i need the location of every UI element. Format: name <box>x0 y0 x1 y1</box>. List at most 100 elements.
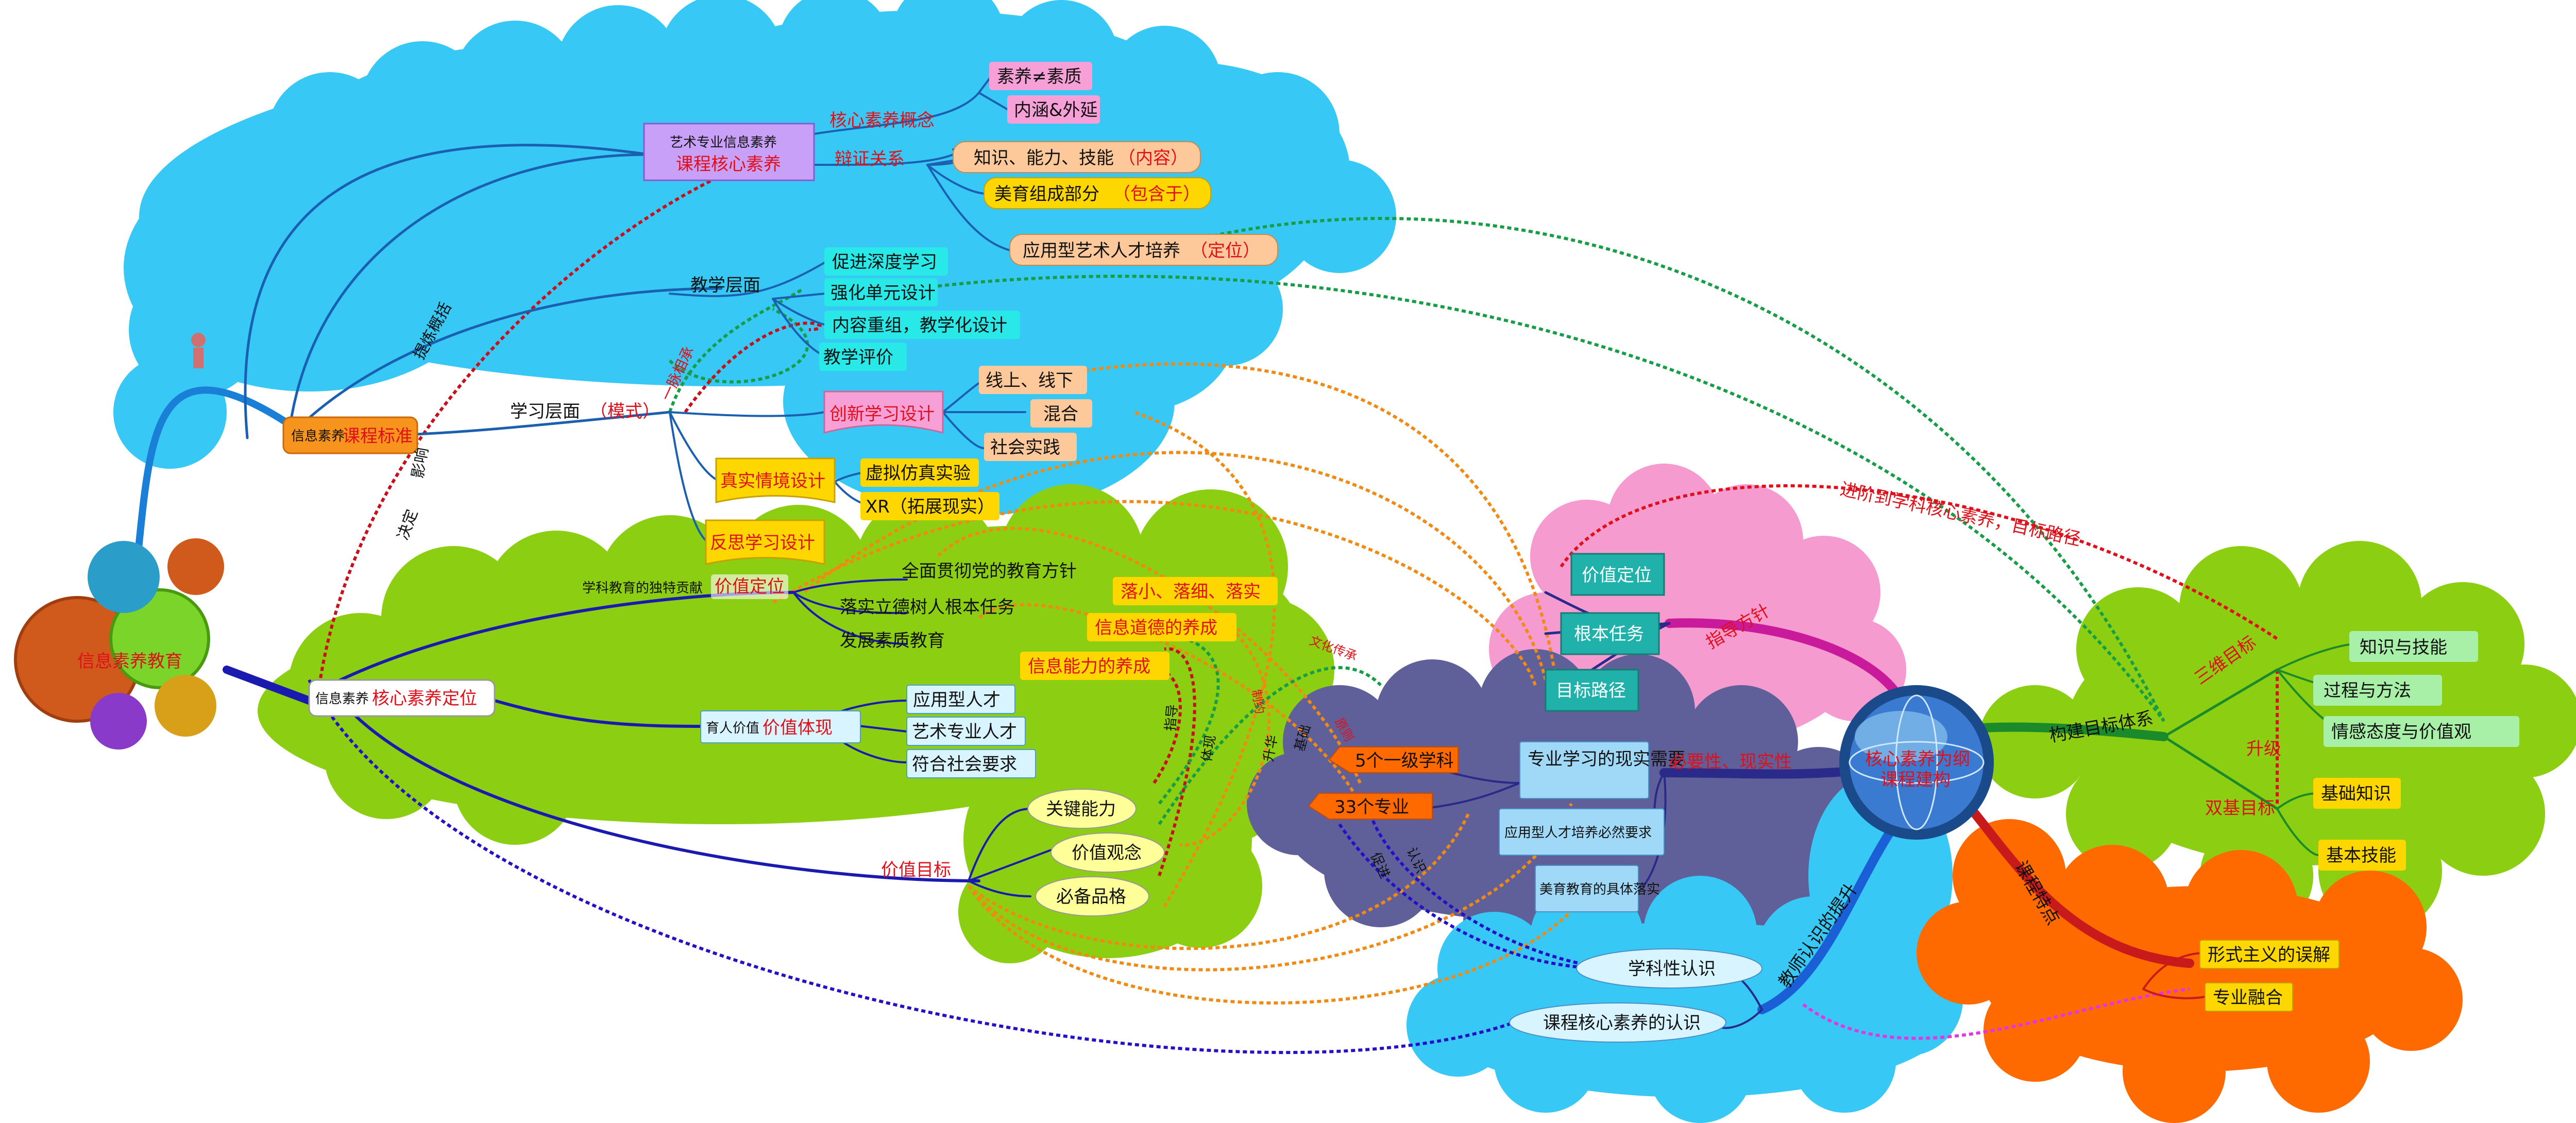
guiding-item-1[interactable]: 价值定位 <box>1571 554 1664 595</box>
topic-core-position-prefix: 信息素养 <box>315 691 369 707</box>
embodiment-item-2[interactable]: 艺术专业人才 <box>907 717 1025 745</box>
svg-text:价值定位: 价值定位 <box>715 576 785 597</box>
svg-text:（定位）: （定位） <box>1190 241 1260 261</box>
link-label-zhidao: 指导 <box>1163 704 1180 731</box>
value-positioning-item-3: 发展素质教育 <box>840 631 945 651</box>
innovative-item-1[interactable]: 线上、线下 <box>979 366 1087 394</box>
svg-text:目标路径: 目标路径 <box>1556 680 1626 701</box>
svg-text:线上、线下: 线上、线下 <box>986 370 1073 391</box>
concept-box-line1: 艺术专业信息素养 <box>670 135 777 150</box>
svg-text:（包含于）: （包含于） <box>1113 184 1200 205</box>
three-dim-item-3[interactable]: 情感态度与价值观 <box>2324 716 2519 747</box>
guiding-item-2[interactable]: 根本任务 <box>1561 613 1659 654</box>
value-positioning-main[interactable]: 价值定位 <box>711 574 788 599</box>
svg-text:内涵&外延: 内涵&外延 <box>1014 100 1098 121</box>
teaching-item-1[interactable]: 促进深度学习 <box>824 247 948 276</box>
value-goals-label: 价值目标 <box>881 860 951 880</box>
topic-course-standard-main: 课程标准 <box>343 426 413 447</box>
svg-text:信息能力的养成: 信息能力的养成 <box>1028 656 1150 677</box>
svg-text:必备品格: 必备品格 <box>1056 887 1126 907</box>
two-base-label: 双基目标 <box>2205 798 2275 819</box>
real-situation-box[interactable]: 真实情境设计 <box>716 458 835 502</box>
necessity-source-2[interactable]: 33个专业 <box>1309 793 1432 819</box>
svg-text:美育教育的具体落实: 美育教育的具体落实 <box>1539 882 1660 897</box>
innovative-item-2[interactable]: 混合 <box>1030 399 1092 428</box>
link-label-advance: 进阶到学科核心素养，目标路径 <box>1838 479 2082 550</box>
svg-text:价值观念: 价值观念 <box>1072 843 1142 863</box>
svg-text:虚拟仿真实验: 虚拟仿真实验 <box>866 463 971 484</box>
embodiment-item-3[interactable]: 符合社会要求 <box>907 750 1036 778</box>
dialectic-item-3[interactable]: 应用型艺术人才培养 （定位） <box>1010 234 1278 265</box>
svg-text:反思学习设计: 反思学习设计 <box>710 533 815 553</box>
value-positioning-item-2: 落实立德树人根本任务 <box>840 597 1015 618</box>
guiding-item-3[interactable]: 目标路径 <box>1546 670 1638 711</box>
svg-text:5个一级学科: 5个一级学科 <box>1355 751 1454 771</box>
svg-text:形式主义的误解: 形式主义的误解 <box>2208 945 2330 965</box>
svg-text:促进深度学习: 促进深度学习 <box>832 252 937 273</box>
value-positioning-prefix: 学科教育的独特贡献 <box>582 581 703 596</box>
necessity-label: 必要性、现实性 <box>1669 752 1792 772</box>
svg-text:素养≠素质: 素养≠素质 <box>997 66 1082 87</box>
value-goal-1[interactable]: 关键能力 <box>1028 789 1136 828</box>
svg-text:学科性认识: 学科性认识 <box>1628 959 1716 979</box>
svg-text:基础知识: 基础知识 <box>2321 784 2391 804</box>
upgrade-label: 升级 <box>2246 739 2281 759</box>
three-dim-item-2[interactable]: 过程与方法 <box>2313 675 2442 706</box>
two-base-item-1[interactable]: 基础知识 <box>2313 778 2401 809</box>
real-situation-item-1[interactable]: 虚拟仿真实验 <box>860 458 979 487</box>
teacher-item-1[interactable]: 学科性认识 <box>1577 949 1762 988</box>
svg-text:信息道德的养成: 信息道德的养成 <box>1095 618 1217 638</box>
svg-text:根本任务: 根本任务 <box>1574 624 1644 644</box>
topic-course-standard[interactable]: 信息素养 课程标准 <box>283 417 417 453</box>
necessity-item-2[interactable]: 应用型人才培养必然要求 <box>1499 809 1664 855</box>
necessity-source-1[interactable]: 5个一级学科 <box>1329 747 1458 773</box>
svg-text:课程核心素养的认识: 课程核心素养的认识 <box>1543 1013 1701 1033</box>
value-leaf-1[interactable]: 落小、落细、落实 <box>1113 577 1278 605</box>
svg-text:落小、落细、落实: 落小、落细、落实 <box>1121 582 1261 602</box>
svg-text:应用型人才培养必然要求: 应用型人才培养必然要求 <box>1504 825 1652 841</box>
svg-text:知识与技能: 知识与技能 <box>2360 637 2447 658</box>
topic-core-position[interactable]: 信息素养 核心素养定位 <box>309 680 495 716</box>
svg-text:情感态度与价值观: 情感态度与价值观 <box>2331 722 2471 742</box>
svg-text:价值体现: 价值体现 <box>762 718 833 738</box>
reflective-design-box[interactable]: 反思学习设计 <box>706 520 824 564</box>
embodiment-item-1[interactable]: 应用型人才 <box>907 685 1015 713</box>
value-goal-3[interactable]: 必备品格 <box>1036 877 1149 916</box>
real-situation-item-2[interactable]: XR（拓展现实） <box>860 492 999 520</box>
root-gears-icon <box>15 538 224 750</box>
teaching-item-4[interactable]: 教学评价 <box>819 343 907 371</box>
three-dim-item-1[interactable]: 知识与技能 <box>2349 631 2478 662</box>
innovative-item-3[interactable]: 社会实践 <box>984 433 1077 461</box>
concept-item-2[interactable]: 内涵&外延 <box>1007 95 1100 124</box>
dialectic-item-2[interactable]: 美育组成部分 （包含于） <box>984 178 1211 209</box>
teaching-level-label: 教学层面 <box>690 275 760 296</box>
two-base-item-2[interactable]: 基本技能 <box>2318 840 2406 871</box>
dialectic-item-1[interactable]: 知识、能力、技能 （内容） <box>953 142 1200 173</box>
center-line2: 课程建构 <box>1880 770 1951 790</box>
teaching-item-3[interactable]: 内容重组，教学化设计 <box>824 311 1020 339</box>
svg-text:知识、能力、技能: 知识、能力、技能 <box>974 148 1114 168</box>
svg-text:XR（拓展现实）: XR（拓展现实） <box>866 497 995 517</box>
svg-text:基本技能: 基本技能 <box>2326 845 2396 866</box>
reform-item-2[interactable]: 专业融合 <box>2205 983 2293 1011</box>
concept-branch-label: 核心素养概念 <box>829 110 935 131</box>
svg-text:真实情境设计: 真实情境设计 <box>720 471 825 491</box>
value-goal-2[interactable]: 价值观念 <box>1051 833 1164 872</box>
svg-text:过程与方法: 过程与方法 <box>2324 680 2411 701</box>
reform-item-1[interactable]: 形式主义的误解 <box>2200 940 2339 968</box>
concept-box[interactable]: 艺术专业信息素养 课程核心素养 <box>644 124 814 180</box>
teaching-item-2[interactable]: 强化单元设计 <box>824 278 938 307</box>
topic-core-position-main: 核心素养定位 <box>372 688 477 709</box>
value-embodiment-box[interactable]: 育人价值 价值体现 <box>701 711 860 743</box>
svg-text:专业学习的现实需要: 专业学习的现实需要 <box>1528 749 1685 770</box>
svg-text:混合: 混合 <box>1043 404 1078 424</box>
svg-text:创新学习设计: 创新学习设计 <box>829 404 935 424</box>
teacher-item-2[interactable]: 课程核心素养的认识 <box>1510 1003 1726 1042</box>
value-leaf-3[interactable]: 信息能力的养成 <box>1020 652 1170 680</box>
svg-text:美育组成部分: 美育组成部分 <box>994 184 1099 205</box>
concept-item-1[interactable]: 素养≠素质 <box>989 62 1092 90</box>
svg-text:社会实践: 社会实践 <box>990 437 1060 458</box>
dialectic-branch-label: 辩证关系 <box>835 149 905 169</box>
learning-level-em: （模式） <box>590 401 660 422</box>
value-leaf-2[interactable]: 信息道德的养成 <box>1087 613 1236 641</box>
